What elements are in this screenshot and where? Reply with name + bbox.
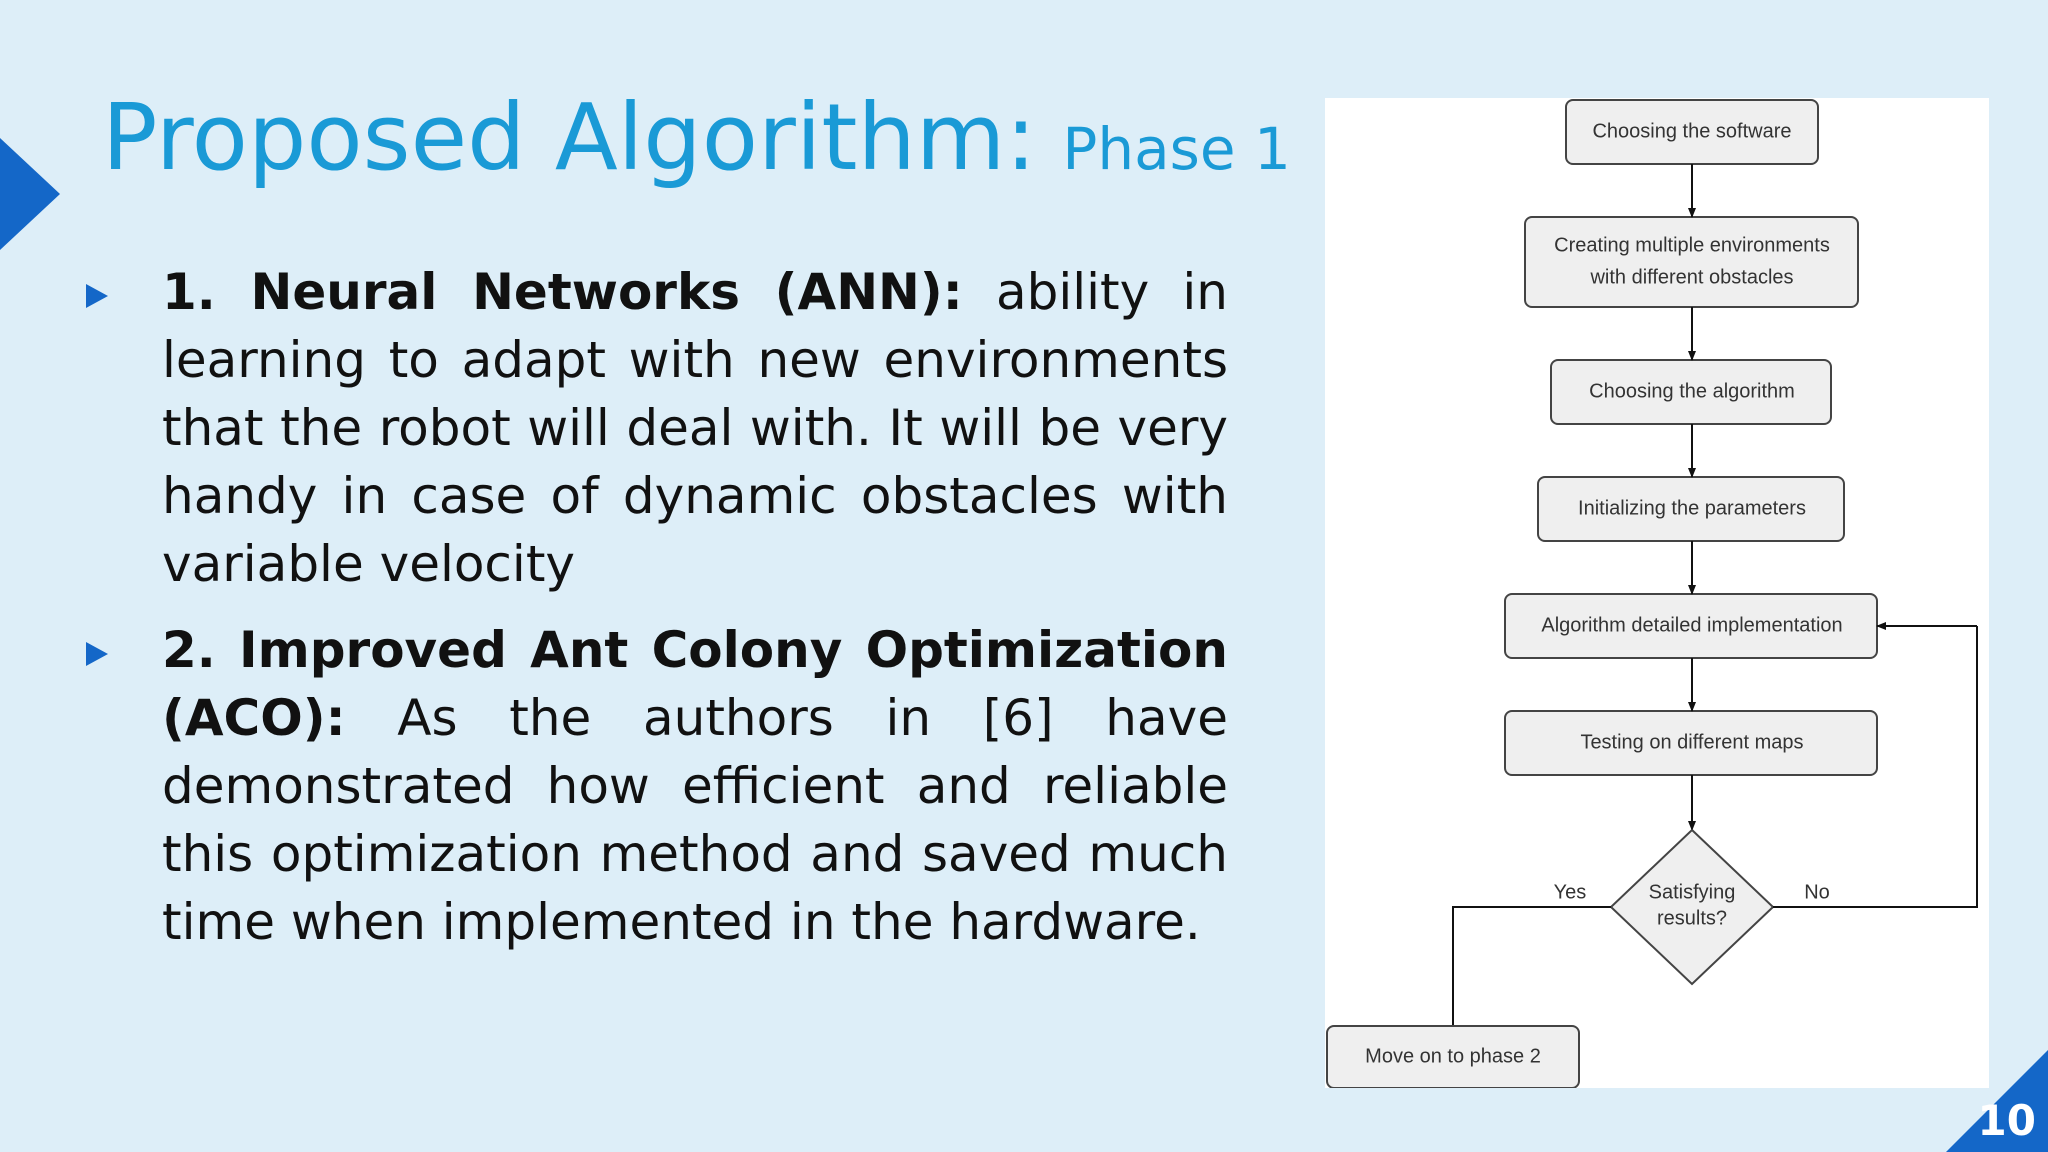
bullet-triangle-icon bbox=[86, 642, 108, 666]
bullet-body: ability in learning to adapt with new en… bbox=[162, 263, 1228, 593]
page-number: 10 bbox=[1977, 1096, 2036, 1145]
bullet-label: 1. Neural Networks (ANN): bbox=[162, 263, 963, 321]
title-main: Proposed Algorithm: bbox=[102, 84, 1037, 191]
flowchart-decision-label: Satisfying bbox=[1649, 881, 1736, 903]
bullet-text: 1. Neural Networks (ANN): ability in lea… bbox=[162, 258, 1228, 598]
flowchart-no-label: No bbox=[1804, 881, 1830, 903]
bullet-item-aco: 2. Improved Ant Colony Optimization (ACO… bbox=[80, 616, 1228, 956]
flowchart-step-label: Creating multiple environments bbox=[1554, 234, 1830, 256]
flowchart-yes-label: Yes bbox=[1554, 881, 1587, 903]
bullet-triangle-icon bbox=[86, 284, 108, 308]
title-sub: Phase 1 bbox=[1062, 115, 1291, 183]
flowchart-step-label: Choosing the algorithm bbox=[1589, 380, 1795, 402]
flowchart-step-label: Algorithm detailed implementation bbox=[1541, 614, 1842, 636]
flowchart-decision-diamond bbox=[1609, 828, 1775, 986]
flowchart-step-box bbox=[1524, 216, 1859, 308]
flowchart-step-label: Initializing the parameters bbox=[1578, 497, 1806, 519]
bullet-label: 2. Improved Ant Colony Optimization (ACO… bbox=[162, 621, 1228, 747]
flowchart-decision-label: results? bbox=[1657, 907, 1727, 929]
bullet-list: 1. Neural Networks (ANN): ability in lea… bbox=[80, 258, 1228, 974]
slide-title: Proposed Algorithm:Phase 1 bbox=[102, 92, 1291, 184]
flowchart-step-label: Choosing the software bbox=[1592, 120, 1791, 142]
flowchart-final-step-box bbox=[1326, 1025, 1580, 1088]
flowchart-no-branch bbox=[1773, 626, 1978, 908]
flowchart-step-label: Testing on different maps bbox=[1580, 731, 1803, 753]
bullet-item-ann: 1. Neural Networks (ANN): ability in lea… bbox=[80, 258, 1228, 598]
page-corner-triangle bbox=[1946, 1050, 2048, 1152]
bullet-text: 2. Improved Ant Colony Optimization (ACO… bbox=[162, 616, 1228, 956]
flowchart-final-step-label: Move on to phase 2 bbox=[1365, 1045, 1541, 1067]
bullet-body: As the authors in [6] have demonstrated … bbox=[162, 689, 1228, 951]
flowchart-yes-branch bbox=[1452, 906, 1611, 1058]
chevron-right-icon bbox=[0, 138, 60, 250]
flowchart-step-label: with different obstacles bbox=[1589, 266, 1793, 288]
